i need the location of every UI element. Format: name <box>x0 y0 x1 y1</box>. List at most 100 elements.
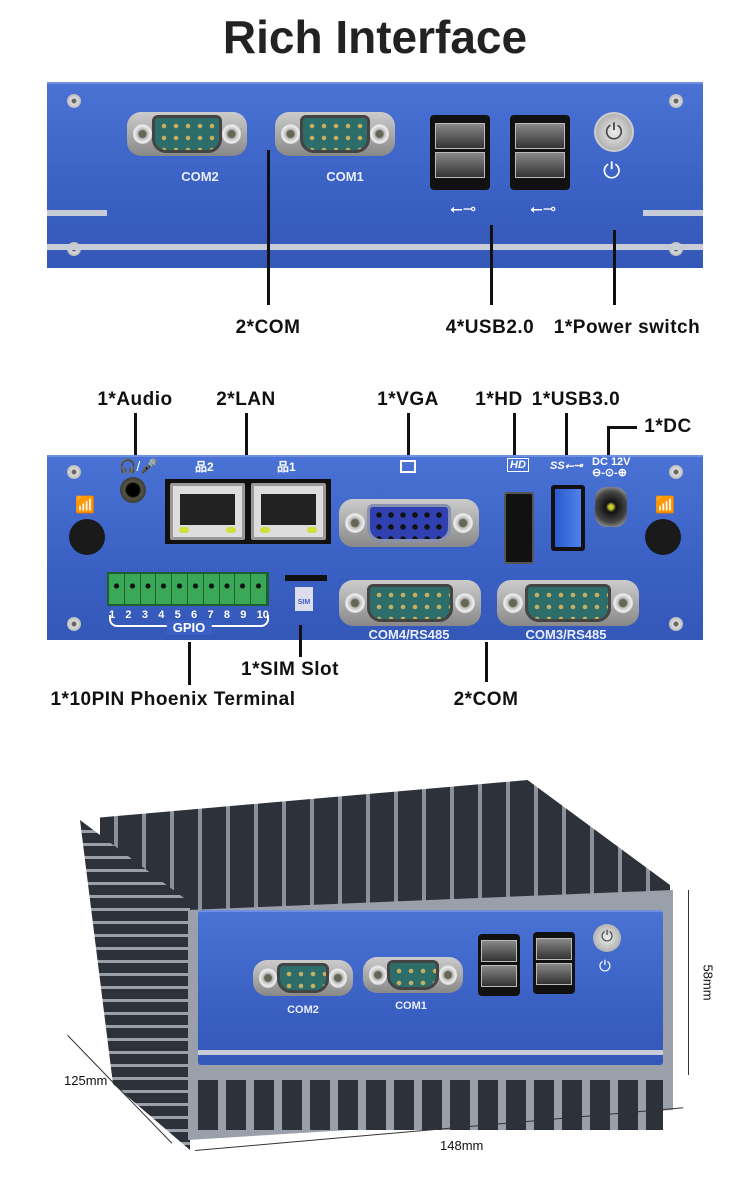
callout-power: 1*Power switch <box>553 317 701 338</box>
callout-line <box>485 642 488 682</box>
wifi-icon: 📶 <box>75 497 95 514</box>
com1-port <box>363 957 463 993</box>
gpio-pin-number: 8 <box>223 609 230 621</box>
callout-com-rear: 2*COM <box>453 689 519 710</box>
callout-line <box>245 413 248 455</box>
usb3-port[interactable] <box>551 485 585 551</box>
dim-depth: 125mm <box>64 1073 108 1088</box>
com3-label: COM3/RS485 <box>525 627 607 642</box>
vga-icon <box>400 460 416 473</box>
usb-icon: ⭠⊸ <box>450 201 477 218</box>
dim-width: 148mm <box>440 1138 484 1153</box>
com2-port <box>127 112 247 156</box>
page-title: Rich Interface <box>222 11 528 63</box>
power-button[interactable]: ⏻ <box>594 112 634 152</box>
callout-com: 2*COM <box>235 317 301 338</box>
screw <box>67 617 81 631</box>
com2-port <box>253 960 353 996</box>
usb-icon: ⭠⊸ <box>530 201 557 218</box>
dc-jack[interactable] <box>595 487 627 527</box>
gpio-pin-number: 4 <box>158 609 165 621</box>
decor-stripe <box>198 1050 663 1055</box>
callout-line <box>607 426 610 455</box>
gpio-pin-slot <box>251 574 267 604</box>
gpio-pin-slot <box>219 574 236 604</box>
gpio-pin-number: 5 <box>174 609 181 621</box>
gpio-pin-slot <box>235 574 252 604</box>
decor-stripe <box>643 210 703 216</box>
antenna-cap <box>645 519 681 555</box>
dim-height: 58mm <box>700 964 716 1001</box>
gpio-pin-number: 3 <box>141 609 148 621</box>
hdmi-port[interactable] <box>504 492 534 564</box>
callout-line <box>407 413 410 455</box>
gpio-pin-slot <box>140 574 157 604</box>
hd-icon: HD <box>507 458 529 472</box>
antenna-cap <box>69 519 105 555</box>
com1-label: COM1 <box>326 169 364 184</box>
dc-icon: DC 12V⊖-⊙-⊕ <box>592 456 631 479</box>
gpio-pin-slot <box>156 574 173 604</box>
gpio-pin-number: 2 <box>125 609 132 621</box>
usb2-port-pair <box>510 115 570 190</box>
lan-icon: 品2 <box>195 460 214 474</box>
gpio-pin-number: 9 <box>240 609 247 621</box>
gpio-pin-slot <box>187 574 204 604</box>
com1-label: COM1 <box>395 1000 427 1012</box>
screw <box>669 94 683 108</box>
wifi-icon: 📶 <box>655 497 675 514</box>
lan1-port[interactable] <box>251 483 326 540</box>
callout-dc: 1*DC <box>644 416 692 437</box>
com4-label: COM4/RS485 <box>368 627 450 642</box>
screw <box>669 617 683 631</box>
callout-line <box>607 426 637 429</box>
gpio-terminal[interactable] <box>107 572 269 606</box>
callout-lan: 2*LAN <box>216 389 276 410</box>
sim-slot[interactable] <box>285 575 327 581</box>
callout-sim: 1*SIM Slot <box>241 659 339 680</box>
callout-line <box>134 413 137 455</box>
bottom-vents <box>198 1080 663 1130</box>
usb3-icon: SS⭠⊸ <box>550 460 583 472</box>
vga-port[interactable] <box>339 499 479 547</box>
com2-label: COM2 <box>181 169 219 184</box>
gpio-pin-slot <box>109 574 125 604</box>
usb2-port-pair <box>430 115 490 190</box>
decor-stripe <box>47 244 703 250</box>
callout-line <box>490 225 493 305</box>
audio-icon: 🎧/🎤 <box>119 458 158 474</box>
com3-port[interactable] <box>497 580 639 626</box>
power-icon: ⏻ <box>603 158 621 183</box>
lan-icon: 品1 <box>277 460 296 474</box>
callout-usb2: 4*USB2.0 <box>445 317 535 338</box>
com2-label: COM2 <box>287 1004 319 1016</box>
callout-vga: 1*VGA <box>377 389 439 410</box>
callout-usb3: 1*USB3.0 <box>531 389 621 410</box>
gpio-pin-number: 6 <box>191 609 198 621</box>
sim-icon: SIM <box>295 587 313 611</box>
callout-line <box>565 413 568 455</box>
dimension-line <box>688 890 689 1075</box>
screw <box>67 465 81 479</box>
power-icon: ⏻ <box>599 958 611 975</box>
front-blue-panel: COM2 COM1 ⏻ ⏻ <box>198 910 663 1065</box>
gpio-label: GPIO <box>166 620 212 635</box>
callout-line <box>613 230 616 305</box>
callout-gpio: 1*10PIN Phoenix Terminal <box>50 689 296 710</box>
product-photo: COM2 COM1 ⏻ ⏻ <box>80 780 680 1160</box>
callout-line <box>267 150 270 305</box>
audio-jack[interactable] <box>120 477 146 503</box>
gpio-pin-slot <box>172 574 188 604</box>
callout-audio: 1*Audio <box>97 389 173 410</box>
decor-stripe <box>47 210 107 216</box>
front-panel: COM2 COM1 ⭠⊸ ⭠⊸ ⏻ ⏻ <box>47 82 703 268</box>
usb2-port-pair <box>478 934 520 996</box>
callout-line <box>299 625 302 657</box>
gpio-pin-number: 7 <box>207 609 214 621</box>
com1-port <box>275 112 395 156</box>
com4-port[interactable] <box>339 580 481 626</box>
gpio-pin-slot <box>124 574 141 604</box>
callout-line <box>513 413 516 455</box>
lan2-port[interactable] <box>170 483 245 540</box>
